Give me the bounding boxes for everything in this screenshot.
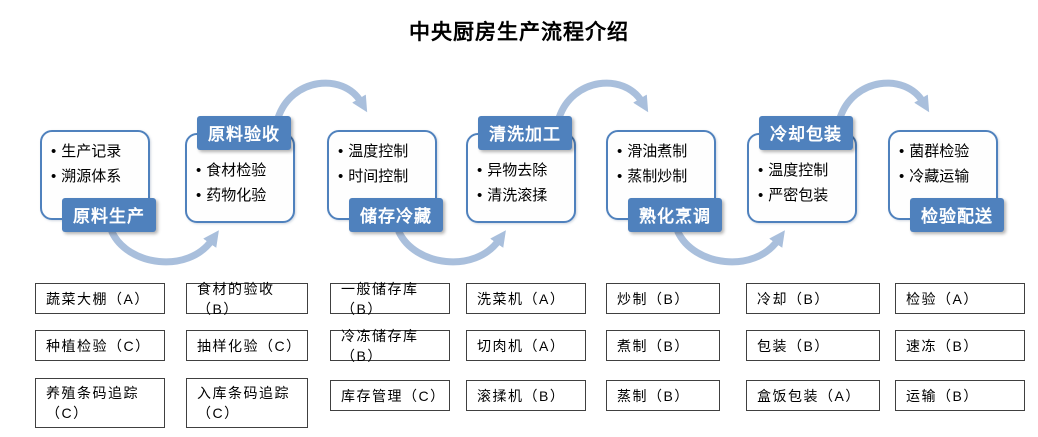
bullet-dot-icon: • xyxy=(51,168,57,185)
stage-label: 清洗加工 xyxy=(478,116,572,150)
curved-arrow-up-icon xyxy=(274,79,368,122)
stage-bullet-text: 异物去除 xyxy=(487,162,548,179)
stage-6: •温度控制•严密包装冷却包装 xyxy=(747,116,865,232)
stage-3: •温度控制•时间控制储存冷藏 xyxy=(327,116,445,232)
stage-bullet-item: •异物去除 xyxy=(475,158,570,183)
curved-arrow-up-icon xyxy=(555,79,649,122)
stage-bullet-text: 溯源体系 xyxy=(61,168,122,185)
facility-box: 入库条码追踪（C） xyxy=(186,378,308,428)
facility-box: 洗菜机（A） xyxy=(466,283,586,314)
stage-1: •生产记录•溯源体系原料生产 xyxy=(40,116,158,232)
facility-box: 库存管理（C） xyxy=(330,380,450,411)
stage-bullet-item: •生产记录 xyxy=(49,139,144,164)
stage-bullet-text: 生产记录 xyxy=(61,143,122,160)
bullet-dot-icon: • xyxy=(196,162,202,179)
bullet-dot-icon: • xyxy=(617,143,623,160)
facility-box: 切肉机（A） xyxy=(466,330,586,361)
bullet-dot-icon: • xyxy=(477,162,483,179)
stage-bullet-item: •温度控制 xyxy=(336,139,431,164)
curved-arrow-down-icon xyxy=(108,228,219,266)
stage-2: •食材检验•药物化验原料验收 xyxy=(185,116,303,232)
stage-7: •菌群检验•冷藏运输检验配送 xyxy=(888,116,1006,232)
curved-arrow-up-icon xyxy=(836,79,930,122)
stage-4: •异物去除•清洗滚揉清洗加工 xyxy=(466,116,584,232)
curved-arrow-down-icon xyxy=(674,228,785,266)
stage-bullet-item: •冷藏运输 xyxy=(897,164,992,189)
stage-bullet-item: •严密包装 xyxy=(756,183,851,208)
stage-bullet-item: •蒸制炒制 xyxy=(615,164,710,189)
stage-bullet-text: 温度控制 xyxy=(348,143,409,160)
facility-box: 冷却（B） xyxy=(746,283,880,314)
facility-box: 炒制（B） xyxy=(606,283,720,314)
bullet-dot-icon: • xyxy=(899,168,905,185)
bullet-dot-icon: • xyxy=(899,143,905,160)
stage-5: •滑油煮制•蒸制炒制熟化烹调 xyxy=(606,116,724,232)
stage-bullet-item: •清洗滚揉 xyxy=(475,183,570,208)
stage-bullet-item: •菌群检验 xyxy=(897,139,992,164)
stage-bullet-item: •药物化验 xyxy=(194,183,289,208)
facility-box: 食材的验收（B） xyxy=(186,281,308,317)
stage-bullet-item: •溯源体系 xyxy=(49,164,144,189)
curved-arrow-down-icon xyxy=(395,228,506,266)
bullet-dot-icon: • xyxy=(338,143,344,160)
stage-bullet-text: 严密包装 xyxy=(768,187,829,204)
facility-box: 种植检验（C） xyxy=(35,330,165,361)
facility-box: 包装（B） xyxy=(746,330,880,361)
stage-bullet-text: 时间控制 xyxy=(348,168,409,185)
bullet-dot-icon: • xyxy=(196,187,202,204)
stage-label: 熟化烹调 xyxy=(628,198,722,232)
page-title: 中央厨房生产流程介绍 xyxy=(409,21,629,44)
facility-box: 冷冻储存库（B） xyxy=(330,328,450,364)
stage-bullet-text: 清洗滚揉 xyxy=(487,187,548,204)
bullet-dot-icon: • xyxy=(338,168,344,185)
facility-box: 盒饭包装（A） xyxy=(746,380,880,411)
facility-box: 抽样化验（C） xyxy=(186,330,308,361)
stage-label: 原料验收 xyxy=(197,116,291,150)
stage-label: 原料生产 xyxy=(62,198,156,232)
stage-label: 冷却包装 xyxy=(759,116,853,150)
bullet-dot-icon: • xyxy=(617,168,623,185)
stage-bullet-text: 菌群检验 xyxy=(909,143,970,160)
bullet-dot-icon: • xyxy=(758,162,764,179)
bullet-dot-icon: • xyxy=(477,187,483,204)
stage-bullet-text: 冷藏运输 xyxy=(909,168,970,185)
facility-box: 检验（A） xyxy=(895,283,1025,314)
bullet-dot-icon: • xyxy=(51,143,57,160)
stage-bullet-text: 药物化验 xyxy=(206,187,267,204)
facility-box: 滚揉机（B） xyxy=(466,380,586,411)
facility-box: 运输（B） xyxy=(895,380,1025,411)
stage-bullet-text: 食材检验 xyxy=(206,162,267,179)
stage-bullet-text: 蒸制炒制 xyxy=(627,168,688,185)
stage-bullet-item: •滑油煮制 xyxy=(615,139,710,164)
facility-box: 养殖条码追踪（C） xyxy=(35,378,165,428)
facility-box: 一般储存库（B） xyxy=(330,281,450,317)
facility-box: 蔬菜大棚（A） xyxy=(35,283,165,314)
stage-label: 检验配送 xyxy=(910,198,1004,232)
stage-bullet-text: 滑油煮制 xyxy=(627,143,688,160)
stage-bullet-text: 温度控制 xyxy=(768,162,829,179)
stage-label: 储存冷藏 xyxy=(349,198,443,232)
stage-bullet-item: •时间控制 xyxy=(336,164,431,189)
bullet-dot-icon: • xyxy=(758,187,764,204)
stage-bullet-item: •温度控制 xyxy=(756,158,851,183)
stage-bullet-item: •食材检验 xyxy=(194,158,289,183)
facility-box: 蒸制（B） xyxy=(606,380,720,411)
facility-box: 煮制（B） xyxy=(606,330,720,361)
facility-box: 速冻（B） xyxy=(895,330,1025,361)
